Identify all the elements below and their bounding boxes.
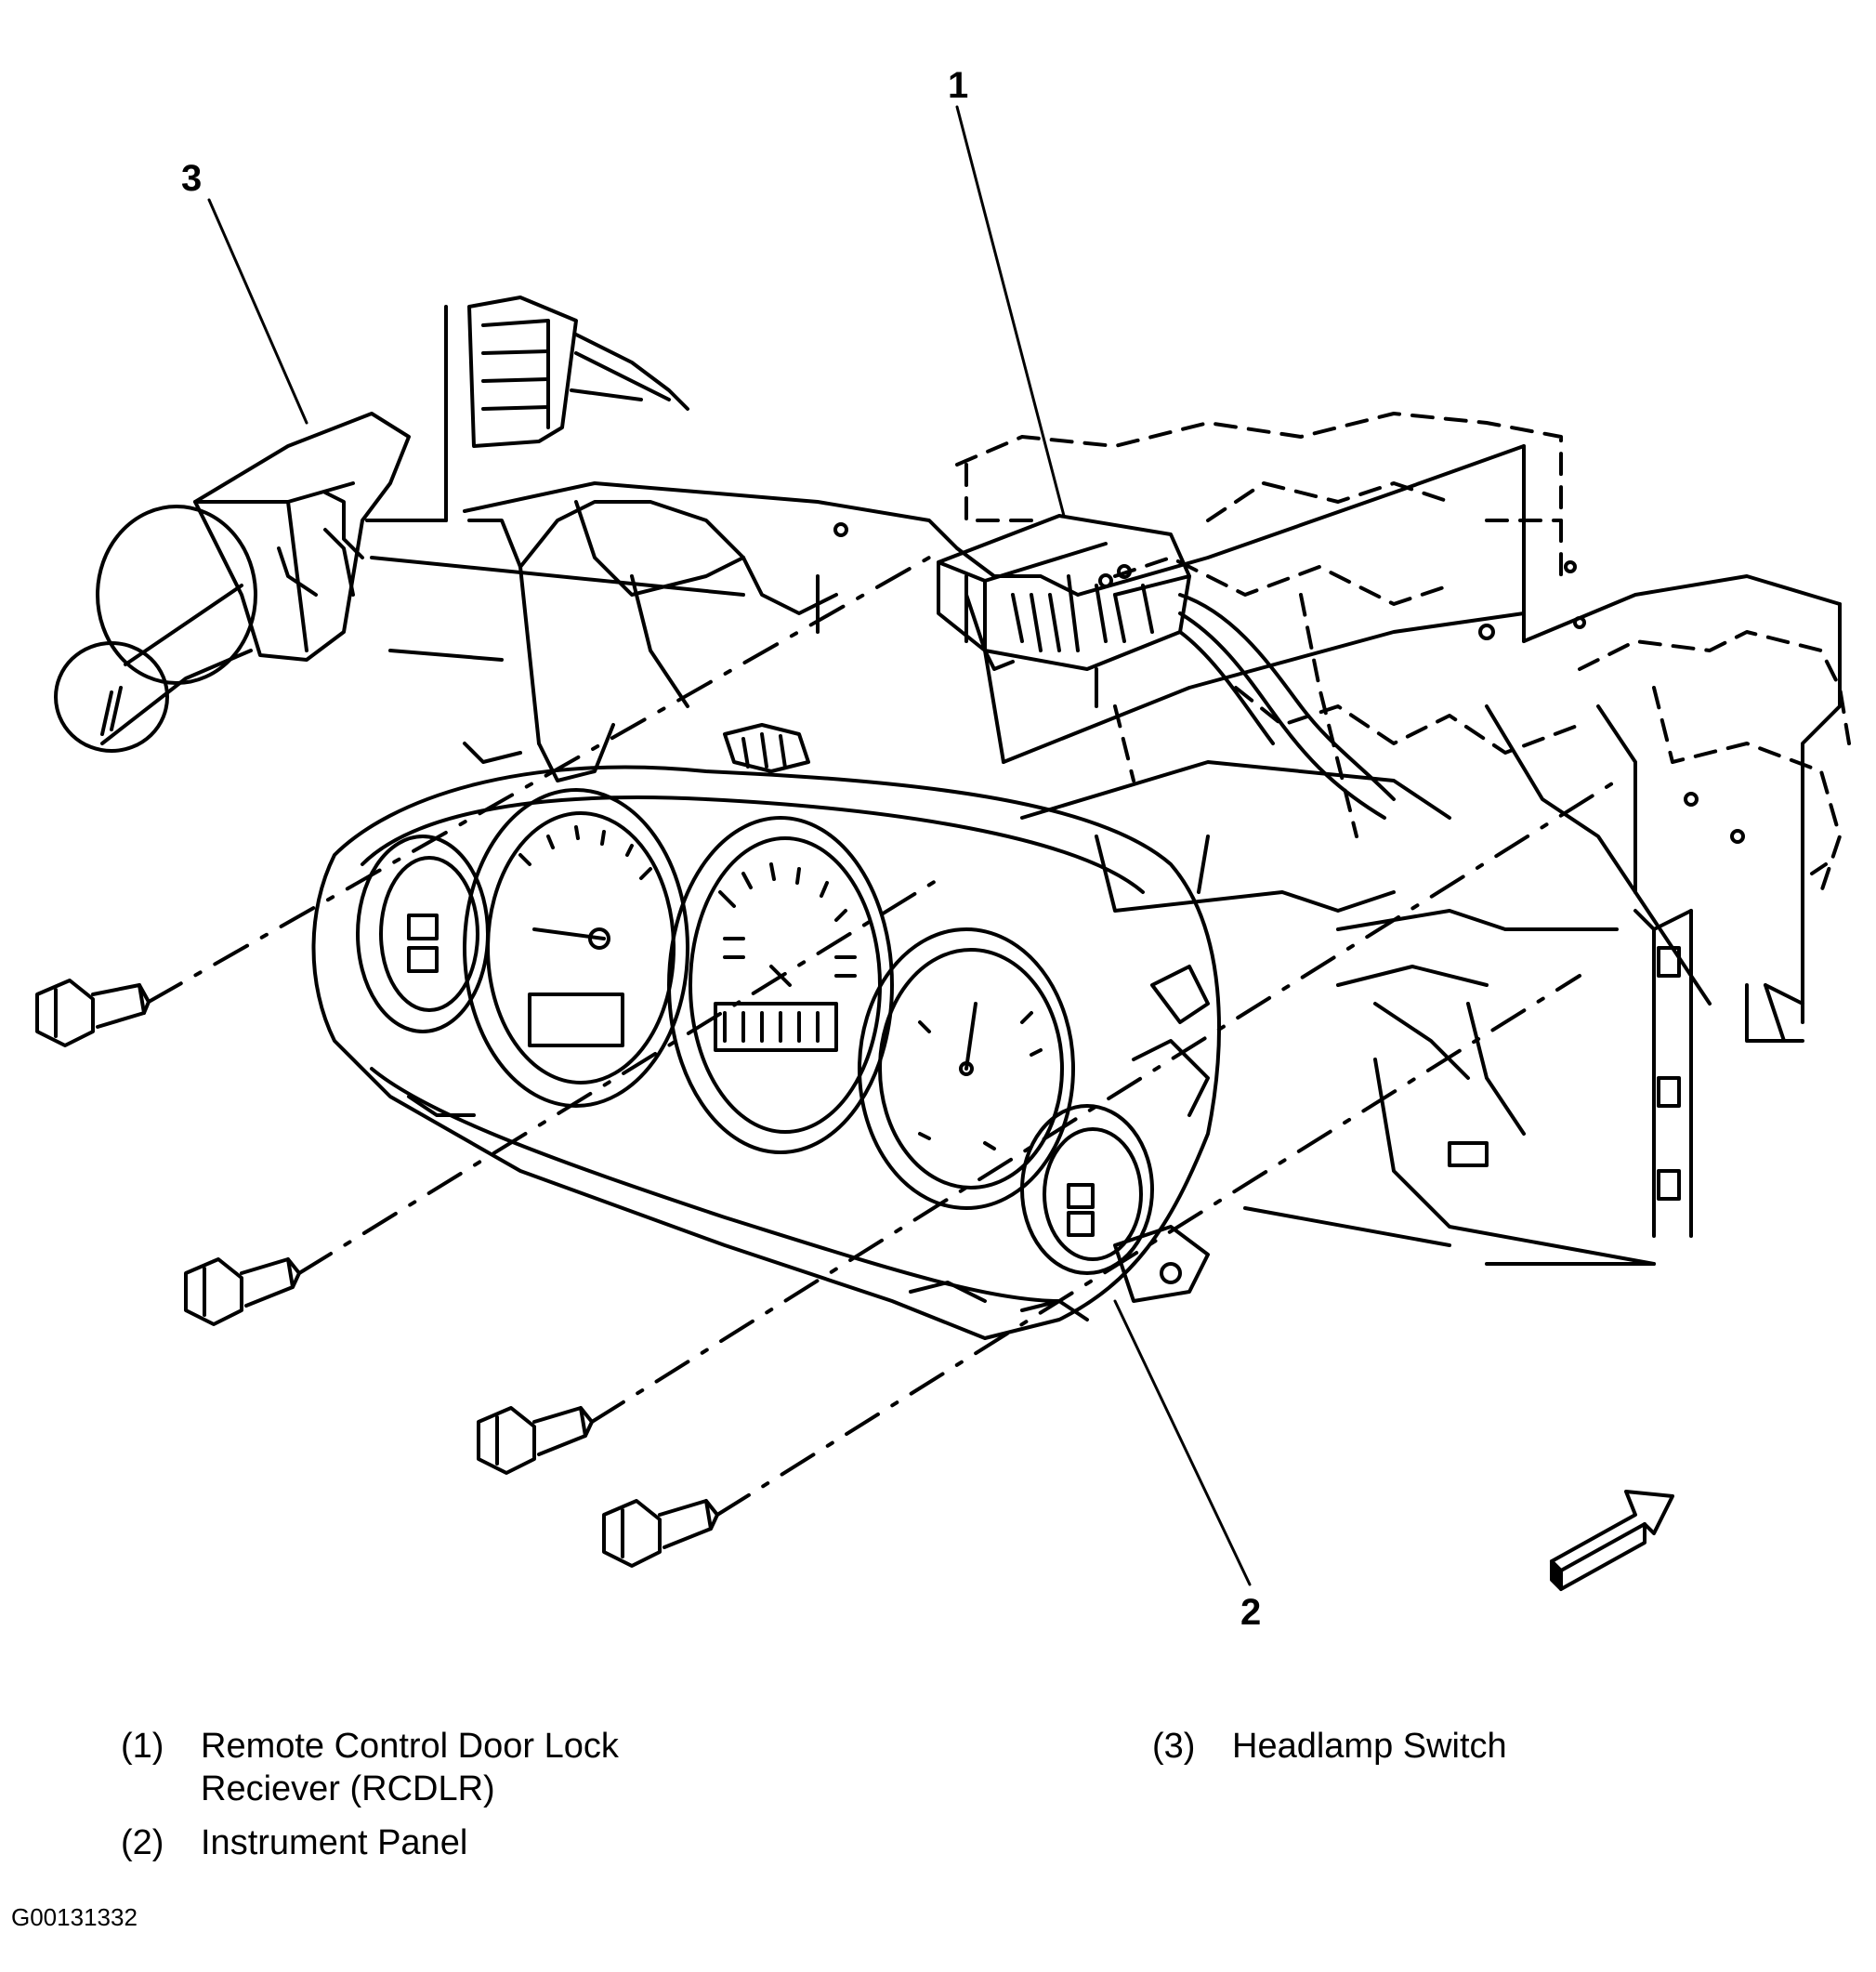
legend-number: (2) xyxy=(121,1823,164,1862)
legend-number: (1) xyxy=(121,1727,164,1766)
rcdlr-module xyxy=(937,514,1396,820)
forward-direction-arrow-icon xyxy=(1550,1490,1674,1591)
dashed-panel-outline xyxy=(955,412,1851,894)
legend-number: (3) xyxy=(1152,1727,1196,1766)
legend-item-1: (1) Remote Control Door Lock Reciever (R… xyxy=(121,1725,957,1818)
callout-leaders xyxy=(207,105,1252,1586)
legend-description: Instrument Panel xyxy=(201,1821,467,1864)
callout-2-label: 2 xyxy=(1240,1592,1261,1633)
headlamp-switch xyxy=(54,296,745,753)
instrument-cluster xyxy=(311,723,1221,1340)
legend-item-2: (2) Instrument Panel xyxy=(121,1821,957,1868)
callout-1-label: 1 xyxy=(948,65,968,106)
legend-line: Headlamp Switch xyxy=(1232,1727,1507,1766)
legend-line: Instrument Panel xyxy=(201,1823,468,1862)
figure-code: G00131332 xyxy=(11,1903,138,1931)
mounting-bolts xyxy=(35,556,1619,1568)
legend-item-3: (3) Headlamp Switch xyxy=(1152,1725,1803,1771)
legend-description: Remote Control Door Lock Reciever (RCDLR… xyxy=(201,1725,619,1810)
legend-line: Remote Control Door Lock xyxy=(201,1727,619,1766)
callout-3-label: 3 xyxy=(181,158,202,199)
legend-line: Reciever (RCDLR) xyxy=(201,1769,495,1808)
legend-description: Headlamp Switch xyxy=(1232,1725,1507,1768)
panel-carrier xyxy=(463,444,1842,1266)
